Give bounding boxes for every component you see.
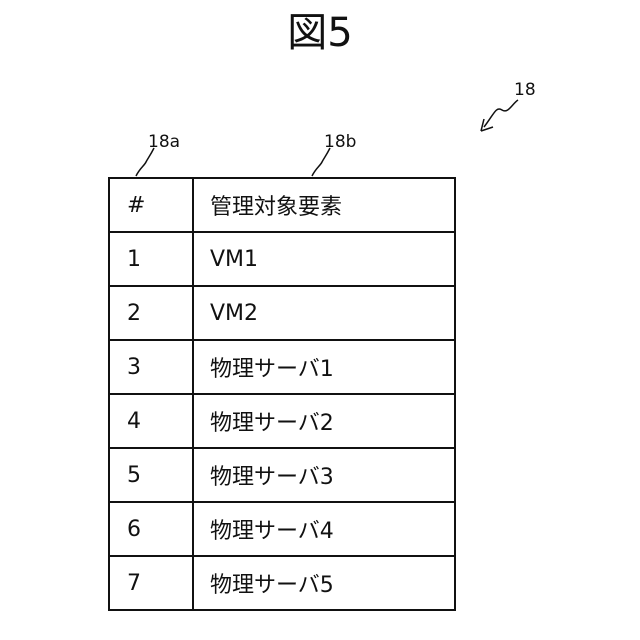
row-number: 3 <box>109 340 193 394</box>
table-header-row: # 管理対象要素 <box>109 178 455 232</box>
table-row: 1 VM1 <box>109 232 455 286</box>
row-managed-element: 物理サーバ1 <box>193 340 455 394</box>
managed-element-table: # 管理対象要素 1 VM1 2 VM2 3 物理サーバ1 4 物理サーバ2 5… <box>108 177 456 611</box>
leader-line-18 <box>484 100 518 127</box>
row-number: 7 <box>109 556 193 610</box>
row-managed-element: VM2 <box>193 286 455 340</box>
row-managed-element: 物理サーバ3 <box>193 448 455 502</box>
row-number: 4 <box>109 394 193 448</box>
row-managed-element: 物理サーバ5 <box>193 556 455 610</box>
row-number: 1 <box>109 232 193 286</box>
row-managed-element: VM1 <box>193 232 455 286</box>
row-number: 5 <box>109 448 193 502</box>
row-number: 2 <box>109 286 193 340</box>
row-number: 6 <box>109 502 193 556</box>
header-managed-element: 管理対象要素 <box>193 178 455 232</box>
header-number: # <box>109 178 193 232</box>
leader-arrowhead-18 <box>481 119 493 131</box>
leader-line-18a <box>136 148 154 176</box>
row-managed-element: 物理サーバ2 <box>193 394 455 448</box>
table-row: 7 物理サーバ5 <box>109 556 455 610</box>
table-row: 3 物理サーバ1 <box>109 340 455 394</box>
table-row: 2 VM2 <box>109 286 455 340</box>
leader-line-18b <box>312 148 330 176</box>
table-row: 4 物理サーバ2 <box>109 394 455 448</box>
table-row: 6 物理サーバ4 <box>109 502 455 556</box>
table-row: 5 物理サーバ3 <box>109 448 455 502</box>
row-managed-element: 物理サーバ4 <box>193 502 455 556</box>
